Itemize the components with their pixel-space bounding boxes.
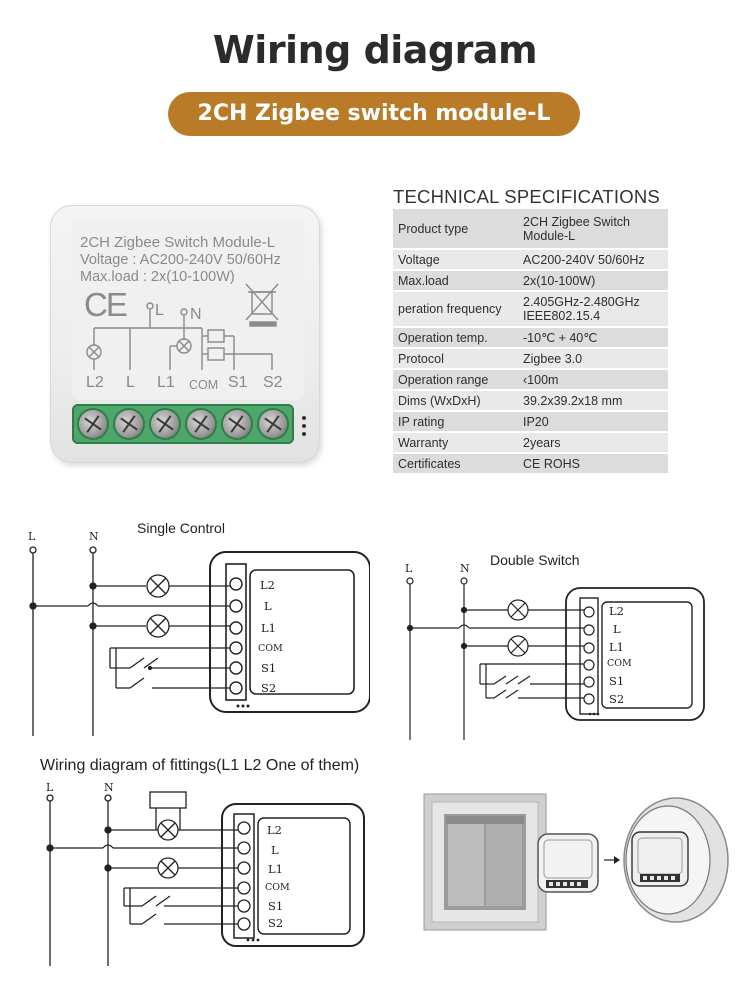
spec-key: Protocol <box>393 348 518 370</box>
fittings-diagram <box>46 791 365 966</box>
weee-bin-icon <box>245 283 279 327</box>
spec-key: Dims (WxDxH) <box>393 390 518 412</box>
terminal-label: L1 <box>261 621 276 635</box>
indicator-dot <box>302 424 306 428</box>
terminal-label: COM <box>607 658 632 669</box>
terminal-label: L <box>271 843 279 857</box>
line-n-label: N <box>89 530 99 543</box>
lamp-icon <box>176 338 192 354</box>
line-l-label: L <box>46 781 54 794</box>
wall-box-icon <box>623 797 729 923</box>
spec-key: Operation range <box>393 369 518 391</box>
terminal-label: S2 <box>268 916 284 930</box>
relay-icon <box>201 328 273 370</box>
double-switch-title: Double Switch <box>490 552 580 568</box>
installation-illustration <box>423 793 729 931</box>
terminal-label: L2 <box>609 604 624 618</box>
terminal-label: L1 <box>268 862 283 876</box>
screw-terminal-icon <box>151 410 179 438</box>
module-terminal-label: L1 <box>157 374 175 391</box>
module-face <box>72 220 304 400</box>
spec-value: ‹100m <box>518 369 668 391</box>
terminal-label: L <box>613 622 621 636</box>
spec-key: Certificates <box>393 453 518 475</box>
spec-key: peration frequency <box>393 291 518 328</box>
terminal-label: COM <box>265 882 290 893</box>
spec-key: Voltage <box>393 249 518 271</box>
module-circuit-drawing <box>86 283 279 370</box>
spec-value: 39.2x39.2x18 mm <box>518 390 668 412</box>
line-n-label: N <box>460 562 470 575</box>
module-terminal-label: COM <box>189 378 219 392</box>
spec-value: IP20 <box>518 411 668 433</box>
fittings-title: Wiring diagram of fittings(L1 L2 One of … <box>40 757 360 774</box>
terminal-block <box>72 404 294 444</box>
module-terminal-label: S2 <box>263 374 283 391</box>
screw-terminal-icon <box>79 410 107 438</box>
specs-title: TECHNICAL SPECIFICATIONS <box>393 186 660 207</box>
module-terminal-label: S1 <box>228 374 248 391</box>
module-wire-n-label: N <box>190 306 202 323</box>
page-title: Wiring diagram <box>212 28 538 72</box>
module-terminal-label: L <box>126 374 135 391</box>
wall-switch-icon <box>423 793 547 931</box>
spec-value: 2.405GHz-2.480GHz IEEE802.15.4 <box>518 291 668 328</box>
spec-value: CE ROHS <box>518 453 668 475</box>
module-voltage-text: Voltage : AC200-240V 50/60Hz <box>80 252 281 268</box>
terminal-label: L <box>264 599 272 613</box>
terminal-label: S2 <box>609 692 625 706</box>
module-wire-l-label: L <box>155 302 164 319</box>
line-l-label: L <box>405 562 413 575</box>
ce-mark-icon: CE <box>84 286 128 323</box>
indicator-dot <box>302 432 306 436</box>
spec-value: Zigbee 3.0 <box>518 348 668 370</box>
module-terminal-label: L2 <box>86 374 104 391</box>
terminal-label: S2 <box>261 681 277 695</box>
single-control-title: Single Control <box>137 520 225 536</box>
module-name-text: 2CH Zigbee Switch Module-L <box>80 234 276 251</box>
spec-key: Max.load <box>393 270 518 292</box>
spec-value: 2years <box>518 432 668 454</box>
terminal-label: COM <box>258 643 283 654</box>
terminal-label: L1 <box>609 640 624 654</box>
spec-key: Operation temp. <box>393 327 518 349</box>
screw-terminal-icon <box>223 410 251 438</box>
terminal-label: L2 <box>267 823 282 837</box>
terminal-label: S1 <box>609 674 625 688</box>
screw-terminal-icon <box>187 410 215 438</box>
switch-module-icon <box>537 833 599 893</box>
module-maxload-text: Max.load : 2x(10-100W) <box>80 269 235 285</box>
line-l-label: L <box>28 530 36 543</box>
terminal-label: S1 <box>261 661 277 675</box>
product-subtitle-badge: 2CH Zigbee switch module-L <box>168 92 580 136</box>
spec-key: Warranty <box>393 432 518 454</box>
lamp-icon <box>86 344 102 360</box>
terminal-label: S1 <box>268 899 284 913</box>
spec-key: IP rating <box>393 411 518 433</box>
line-n-label: N <box>104 781 114 794</box>
spec-value: 2CH Zigbee Switch Module-L <box>518 209 668 250</box>
spec-key: Product type <box>393 209 518 250</box>
double-switch-diagram <box>406 577 705 740</box>
single-control-diagram <box>29 546 370 736</box>
screw-terminal-icon <box>259 410 287 438</box>
spec-value: AC200-240V 50/60Hz <box>518 249 668 271</box>
indicator-dot <box>302 416 306 420</box>
screw-terminal-icon <box>115 410 143 438</box>
spec-value: 2x(10-100W) <box>518 270 668 292</box>
terminal-label: L2 <box>260 578 275 592</box>
spec-value: -10℃ + 40℃ <box>518 327 668 349</box>
